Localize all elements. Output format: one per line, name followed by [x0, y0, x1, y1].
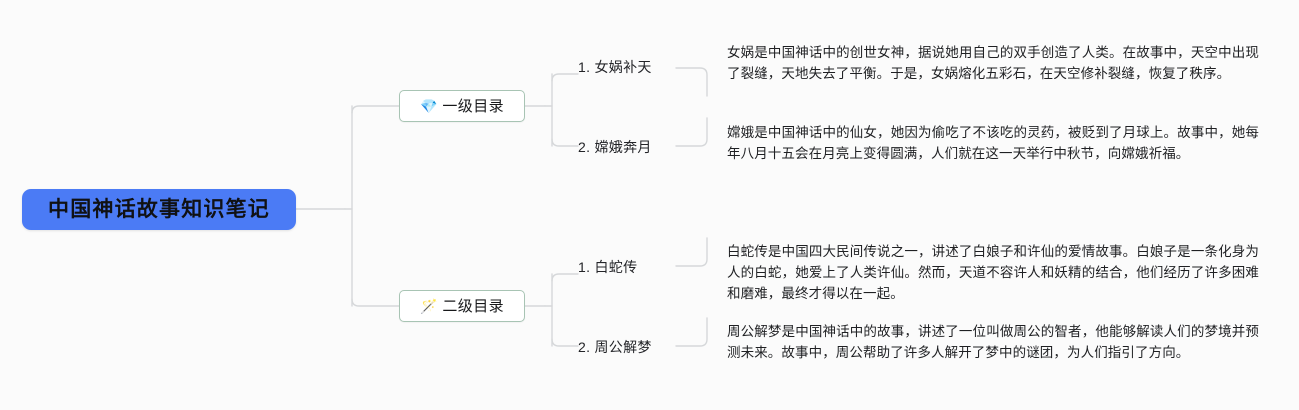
connector-to-leaf-3: [551, 338, 579, 347]
gem-diamond-icon: 💎: [419, 98, 438, 114]
description-node[interactable]: 周公解梦是中国神话中的故事，讲述了一位叫做周公的智者，他能够解读人们的梦境并预测…: [727, 321, 1259, 363]
description-node[interactable]: 女娲是中国神话中的创世女神，据说她用自己的双手创造了人类。在故事中，天空中出现了…: [727, 42, 1259, 84]
description-text: 周公解梦是中国神话中的故事，讲述了一位叫做周公的智者，他能够解读人们的梦境并预测…: [727, 324, 1259, 360]
connector-to-leaf-0: [551, 73, 579, 82]
leaf-node[interactable]: 1. 白蛇传: [578, 257, 637, 277]
leaf-node-label: 1. 白蛇传: [578, 259, 638, 275]
leaf-node-label: 1. 女娲补天: [578, 59, 652, 75]
description-text: 嫦娥是中国神话中的仙女，她因为偷吃了不该吃的灵药，被贬到了月球上。故事中，她每年…: [727, 125, 1259, 161]
magic-wand-icon: 🪄: [419, 298, 438, 314]
connector-to-leaf-2: [551, 273, 579, 282]
description-node[interactable]: 白蛇传是中国四大民间传说之一，讲述了白娘子和许仙的爱情故事。白娘子是一条化身为人…: [727, 241, 1259, 304]
connector-leaf-0-desc: [675, 67, 708, 97]
connector-leaf-2-desc: [675, 237, 708, 267]
connector-to-branch-1: [351, 298, 400, 307]
branch-node-label: 一级目录: [442, 97, 505, 115]
connector-leaf-1-desc: [675, 117, 708, 147]
branch-node-level-2[interactable]: 🪄 二级目录: [399, 290, 525, 322]
leaf-node[interactable]: 2. 嫦娥奔月: [578, 137, 652, 157]
root-node[interactable]: 中国神话故事知识笔记: [22, 189, 296, 230]
branch-node-label: 二级目录: [442, 297, 505, 315]
description-node[interactable]: 嫦娥是中国神话中的仙女，她因为偷吃了不该吃的灵药，被贬到了月球上。故事中，她每年…: [727, 122, 1259, 164]
leaf-node[interactable]: 2. 周公解梦: [578, 337, 652, 357]
leaf-node-label: 2. 嫦娥奔月: [578, 139, 652, 155]
connector-leaf-3-desc: [675, 317, 708, 347]
connector-to-branch-0: [351, 105, 400, 114]
leaf-node-label: 2. 周公解梦: [578, 339, 652, 355]
root-node-label: 中国神话故事知识笔记: [48, 198, 270, 221]
branch-node-level-1[interactable]: 💎 一级目录: [399, 90, 525, 122]
description-text: 女娲是中国神话中的创世女神，据说她用自己的双手创造了人类。在故事中，天空中出现了…: [727, 45, 1259, 81]
connector-to-leaf-1: [551, 138, 579, 147]
description-text: 白蛇传是中国四大民间传说之一，讲述了白娘子和许仙的爱情故事。白娘子是一条化身为人…: [727, 244, 1259, 301]
leaf-node[interactable]: 1. 女娲补天: [578, 57, 652, 77]
